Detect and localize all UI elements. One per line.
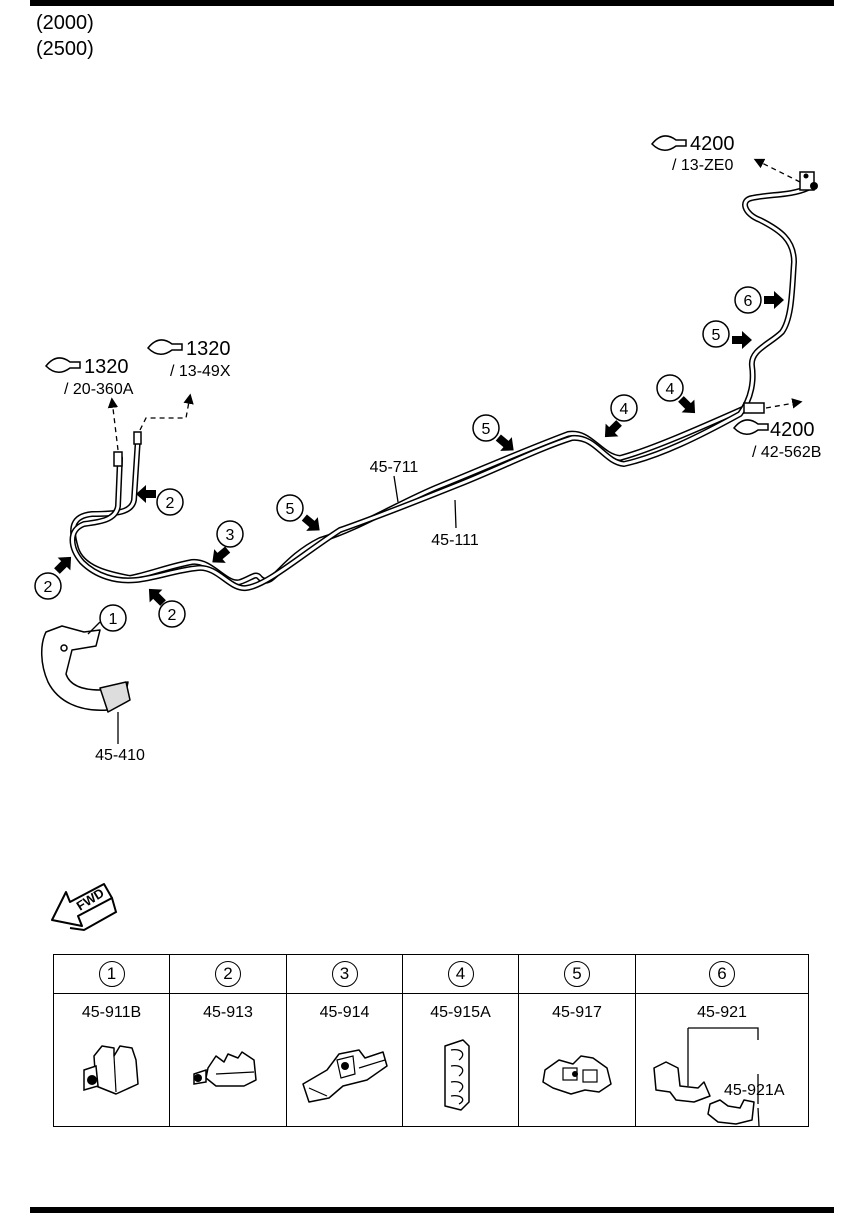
rear-connector [799,171,818,191]
clip-cell-45-914[interactable]: 45-914 [286,993,403,1127]
reference-sub: / 13-ZE0 [672,157,733,174]
reference-4200-42-562B[interactable]: 4200 / 42-562B [732,419,821,461]
clip-index-cell: 3 [286,954,403,994]
clips-table-header-row: 1 2 3 4 5 6 [53,954,809,994]
clip-part-number: 45-917 [552,1004,602,1021]
clip-part-number: 45-915A [430,1004,491,1021]
callout-2[interactable]: 2 [156,488,184,516]
callout-2[interactable]: 2 [158,600,186,628]
reference-sub: / 42-562B [752,444,821,461]
clip-index: 2 [215,961,241,987]
engine-code-2500: (2500) [36,38,94,60]
callout-4[interactable]: 4 [656,374,684,402]
clips-table: 1 2 3 4 5 6 45-911B 45-913 45-9 [53,954,809,1127]
clip-index-cell: 5 [518,954,636,994]
callout-1-leader [87,621,101,635]
clip-45-914-drawing [302,1049,388,1103]
clip-45-913-drawing [193,1051,257,1087]
reference-sub: / 20-360A [64,381,134,398]
bottom-rule [30,1207,834,1213]
reference-leaders [107,158,803,451]
fwd-arrow-icon: FWD [51,883,118,932]
part-label-45-711: 45-711 [370,459,419,476]
callout-5[interactable]: 5 [472,414,500,442]
fuel-line-diagram: 45-410 45-711 45-111 4200 / 13-ZE0 1320 … [34,133,821,932]
clip-position-arrows [54,291,784,606]
clip-index-cell: 1 [53,954,170,994]
reference-1320-20-360A[interactable]: 1320 / 20-360A [44,356,134,398]
svg-text:6: 6 [744,293,753,310]
svg-text:4: 4 [620,401,629,418]
clip-part-number: 45-914 [319,1004,370,1021]
clip-45-917-drawing [542,1055,612,1095]
callout-2[interactable]: 2 [34,572,62,600]
clip-index-cell: 4 [402,954,519,994]
clip-cell-45-913[interactable]: 45-913 [169,993,287,1127]
clip-cell-45-921[interactable]: 45-921 45-921A [635,993,809,1127]
callout-4[interactable]: 4 [610,394,638,422]
svg-text:2: 2 [168,607,177,624]
reference-4200-13-ZE0[interactable]: 4200 / 13-ZE0 [650,133,735,174]
reference-number: 4200 [690,133,735,155]
svg-text:5: 5 [286,501,295,518]
hand-pointer-icon [732,419,769,435]
clip-45-915A-drawing [444,1039,470,1111]
clip-part-number: 45-911B [81,1004,142,1021]
svg-text:5: 5 [712,327,721,344]
clip-45-921-drawing [653,1027,760,1126]
reference-number: 4200 [770,419,815,441]
clip-cell-45-917[interactable]: 45-917 [518,993,636,1127]
clip-index: 5 [564,961,590,987]
top-rule [30,0,834,6]
part-label-45-111: 45-111 [431,532,479,549]
clip-index-cell: 6 [635,954,809,994]
hand-pointer-icon [146,339,183,355]
line-end-fitting [113,451,123,467]
leader-45-111 [454,499,457,529]
reference-number: 1320 [84,356,129,378]
clip-part-number: 45-921 [697,1004,747,1021]
clip-index: 3 [331,961,358,987]
leader-45-711 [393,475,399,503]
engine-code-2000: (2000) [36,12,94,34]
callout-5[interactable]: 5 [276,494,304,522]
clip-part-number: 45-913 [203,1004,253,1021]
clip-cell-45-911B[interactable]: 45-911B [53,993,170,1127]
callout-1[interactable]: 1 [99,604,127,632]
fuel-line-45-111 [69,185,811,591]
clip-index-cell: 2 [169,954,287,994]
line-end-fitting [743,402,765,414]
svg-text:1: 1 [109,611,118,628]
svg-text:3: 3 [226,527,235,544]
callout-5[interactable]: 5 [702,320,730,348]
hand-pointer-icon [44,357,81,373]
callout-6[interactable]: 6 [734,286,762,314]
svg-text:2: 2 [166,495,175,512]
clip-part-number-b: 45-921A [724,1082,785,1099]
part-label-45-410: 45-410 [95,747,145,764]
line-end-fitting [133,431,142,445]
hand-pointer-icon [650,135,687,151]
clip-index: 6 [709,961,735,987]
clip-cell-45-915A[interactable]: 45-915A [402,993,519,1127]
clip-index: 4 [447,961,474,987]
clips-table-body-row: 45-911B 45-913 45-914 [53,993,809,1127]
svg-text:5: 5 [482,421,491,438]
svg-text:4: 4 [666,381,675,398]
reference-sub: / 13-49X [170,363,231,380]
clip-index: 1 [98,961,125,987]
reference-number: 1320 [186,338,231,360]
reference-1320-13-49X[interactable]: 1320 / 13-49X [146,338,231,380]
svg-text:2: 2 [44,579,53,596]
protector-45-410 [41,625,131,713]
callout-3[interactable]: 3 [216,520,244,548]
clip-45-911B-drawing [83,1045,139,1095]
